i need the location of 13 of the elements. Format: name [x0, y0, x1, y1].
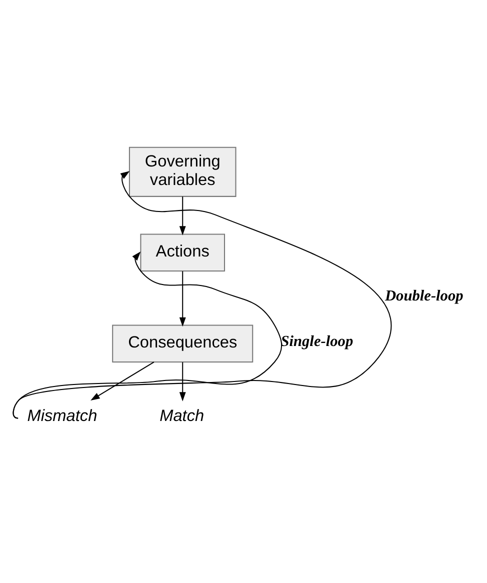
- edge-label: Double-loop: [384, 287, 463, 304]
- arrow: [12, 250, 282, 418]
- arrow: [178, 196, 186, 235]
- arrow: [12, 170, 390, 418]
- node-box: Governing variables: [128, 146, 236, 196]
- node-text: Mismatch: [26, 406, 97, 425]
- arrow: [178, 362, 186, 401]
- node-box: Actions: [140, 233, 225, 272]
- node-box: Consequences: [112, 324, 253, 362]
- arrow: [178, 270, 186, 326]
- arrow: [90, 361, 154, 400]
- node-text: Match: [159, 406, 204, 425]
- edge-label: Single-loop: [280, 332, 353, 350]
